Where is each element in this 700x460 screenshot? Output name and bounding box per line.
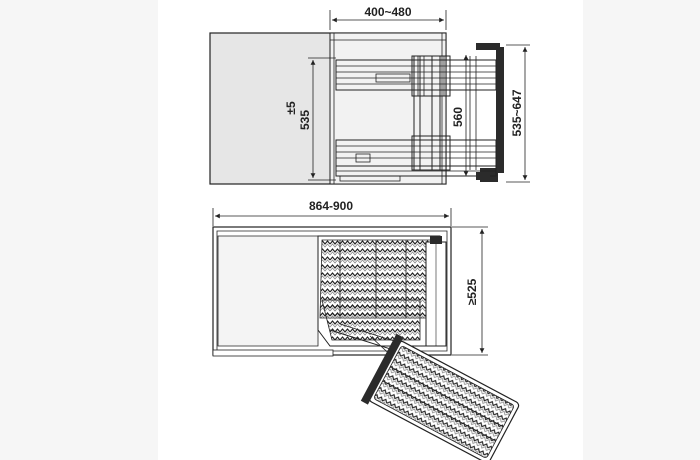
dim-depth-min: ≥525 <box>452 226 488 356</box>
door-panel <box>496 47 504 173</box>
mechanism-frame <box>413 56 477 170</box>
bottom-slide <box>335 165 497 182</box>
dim-height-range: 535~647 <box>506 44 530 183</box>
left-margin-strip <box>0 0 158 460</box>
dim-height-tolerance-label: ±5 <box>284 101 298 115</box>
dim-depth-range-label: 400~480 <box>364 5 411 19</box>
side-view: 400~480 535~647 560 535 ±5 <box>209 5 530 185</box>
right-margin-strip <box>583 0 700 460</box>
dim-height-outer-label: 535 <box>298 110 312 130</box>
dim-width-range-label: 864-900 <box>309 199 353 213</box>
dim-height-outer: 535 ±5 <box>284 57 336 181</box>
top-view: 864-900 ≥525 <box>212 199 520 460</box>
dim-height-inner-label: 560 <box>451 107 465 127</box>
dim-depth-range: 400~480 <box>329 5 447 30</box>
dim-height-range-label: 535~647 <box>510 89 524 136</box>
upper-basket <box>335 55 497 97</box>
dim-depth-min-label: ≥525 <box>465 278 479 305</box>
pulled-out-basket <box>360 333 520 460</box>
cabinet-top-panel <box>217 235 319 347</box>
dim-width-range: 864-900 <box>212 199 452 226</box>
dim-height-inner: 560 <box>451 55 469 176</box>
inner-basket <box>317 235 447 347</box>
cabinet-inner-frame <box>329 32 447 185</box>
